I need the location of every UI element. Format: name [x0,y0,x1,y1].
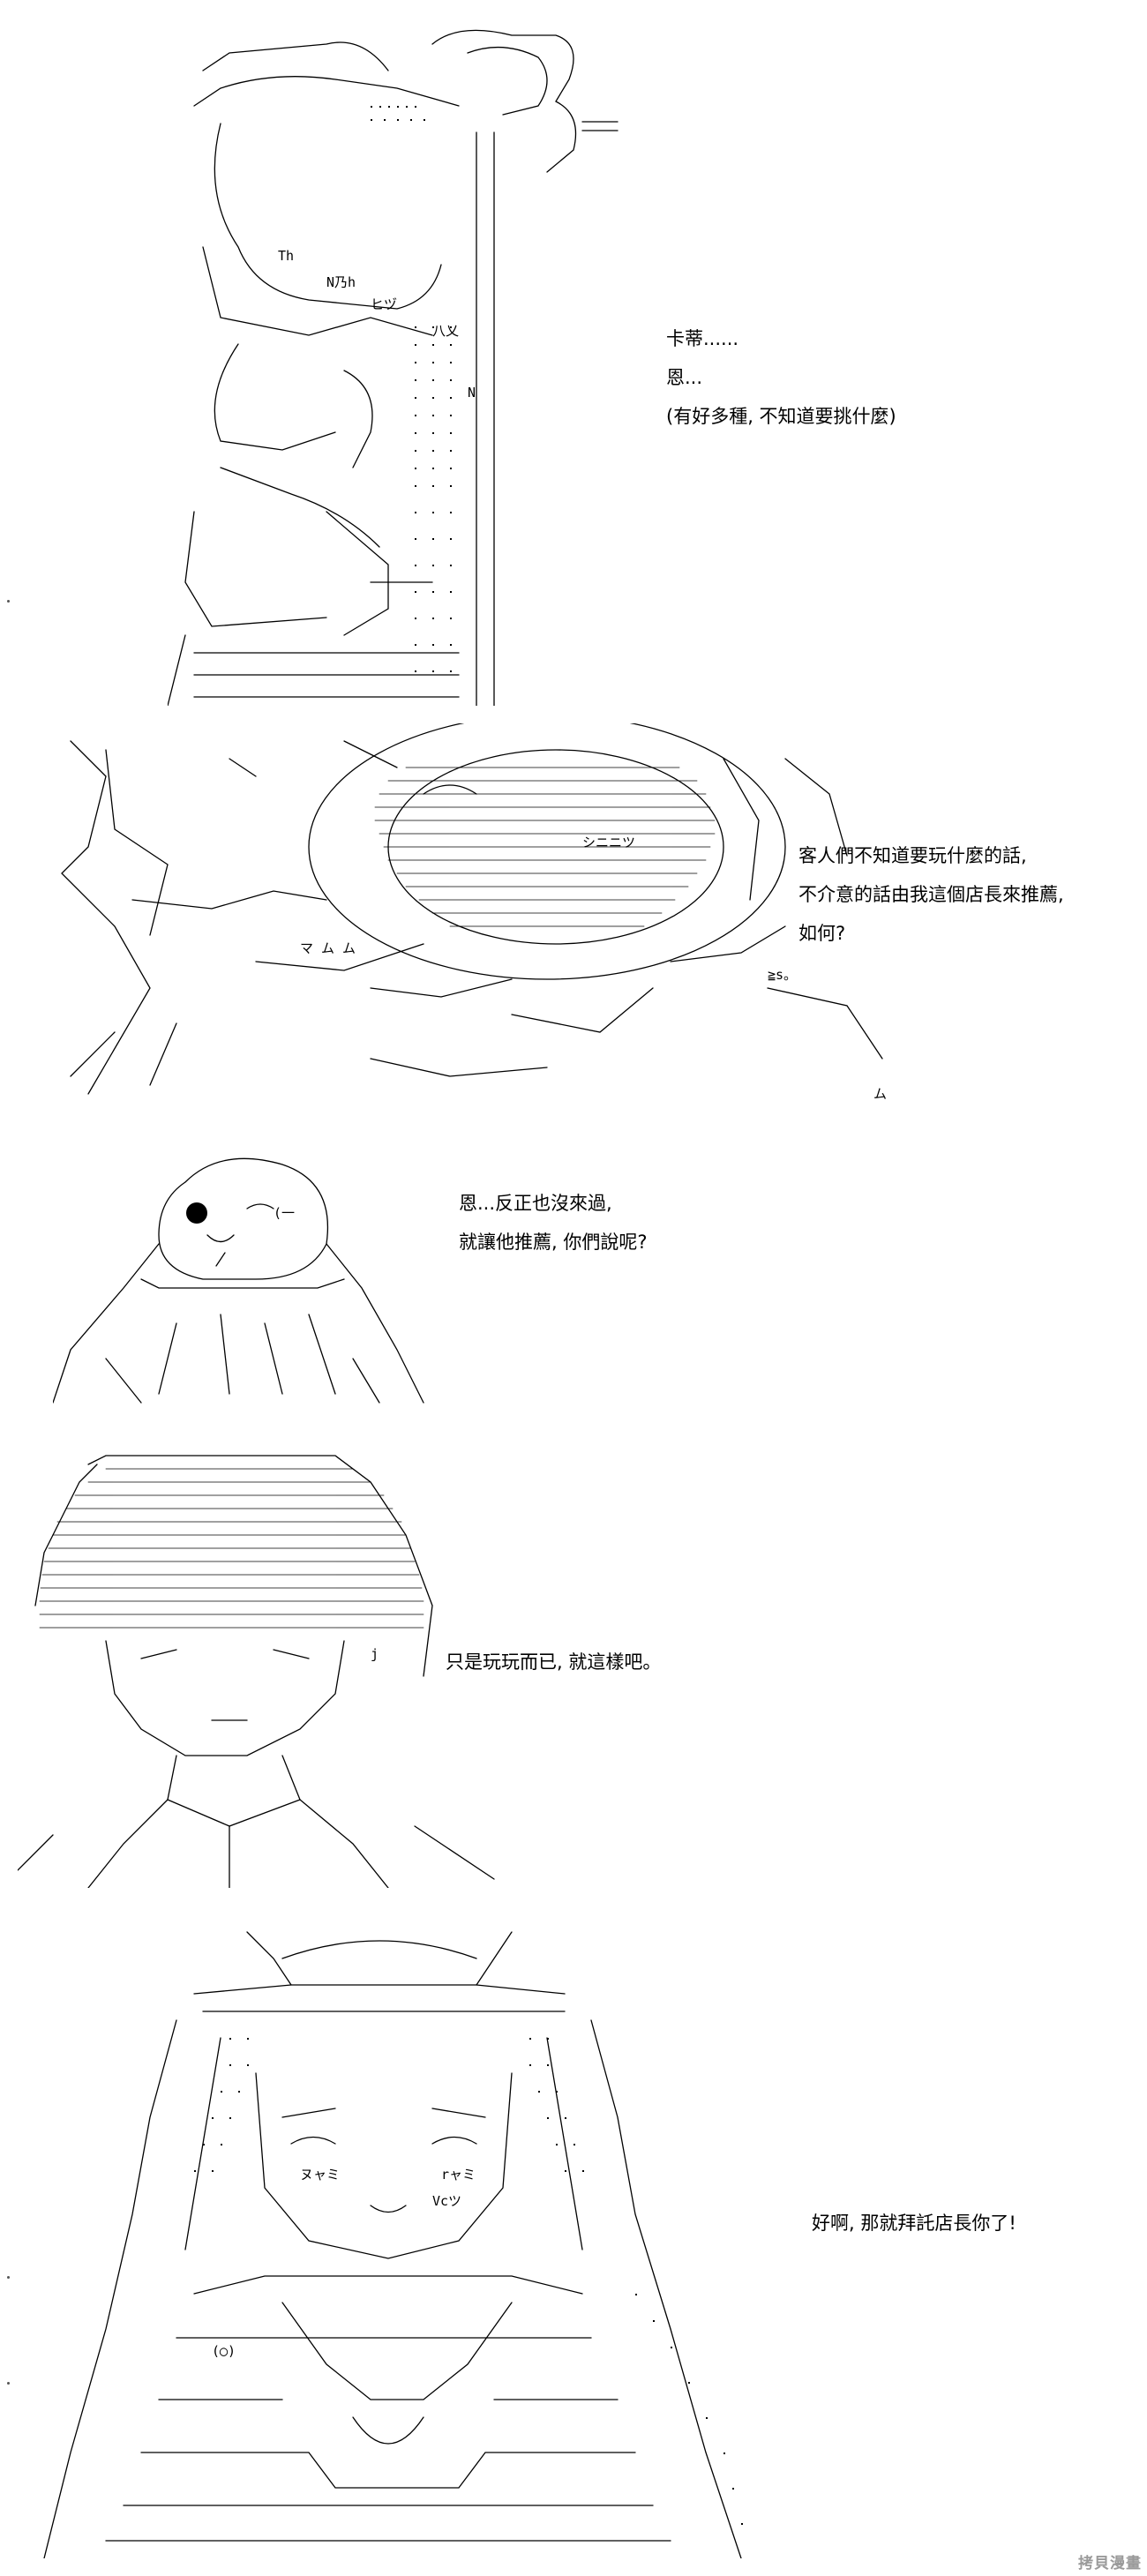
dialogue-line: 恩...反正也沒來過, [459,1193,612,1214]
art-glyph: j [371,1646,379,1662]
dark-haired-ascii-art: j [18,1455,495,1888]
art-glyph: ≧s。 [768,967,797,983]
dialogue-bubble: 卡蒂...... 恩... (有好多種, 不知道要挑什麼) [666,319,896,436]
art-glyph: ヌャミ [300,2167,340,2183]
cat-girl-ascii-art: Th N乃h ヒヅ 八乂 N [168,29,618,706]
art-glyph: 八乂 [432,323,459,339]
dialogue-line: 卡蒂...... [666,328,739,349]
art-glyph: (一 [274,1205,295,1221]
panel-shopkeeper-recommends: シニニツ マ ム ム ≧s。 ム 客人們不知道要玩什麼的話, 不介意的話由我這個… [0,706,1147,1129]
dialogue-line: 如何? [798,923,846,944]
art-glyph: N乃h [326,274,356,290]
dialogue-line: 客人們不知道要玩什麼的話, [798,845,1027,866]
round-character-ascii-art: (一 [53,1157,424,1404]
art-glyph: Vcツ [432,2193,461,2209]
dialogue-line: 就讓他推薦, 你們說呢? [459,1232,648,1253]
cat-girl-agree-ascii-art: ヌャミ rャミ Vcツ (◯) [43,1931,743,2558]
dialogue-line: 不介意的話由我這個店長來推薦, [798,884,1064,905]
dialogue-line: (有好多種, 不知道要挑什麼) [666,406,896,427]
art-glyph: ヒヅ [371,296,397,312]
margin-mark [7,2382,10,2385]
panel-cat-girl-pondering: Th N乃h ヒヅ 八乂 N 卡蒂...... 恩... (有好多種, 不知道要… [0,0,1147,706]
shopkeeper-ascii-art: シニニツ マ ム ム ≧s。 ム [61,723,887,1102]
art-glyph: rャミ [441,2167,476,2183]
dialogue-line: 恩... [666,367,703,388]
art-glyph: マ ム ム [300,940,356,956]
art-glyph: シニニツ [582,835,635,850]
dialogue-bubble: 只是玩玩而已, 就這樣吧。 [446,1643,661,1681]
art-glyph: Th [278,248,294,264]
dialogue-bubble: 恩...反正也沒來過, 就讓他推薦, 你們說呢? [459,1184,648,1262]
margin-mark [7,2276,10,2279]
dialogue-bubble: 客人們不知道要玩什麼的話, 不介意的話由我這個店長來推薦, 如何? [798,836,1064,953]
dialogue-line: 只是玩玩而已, 就這樣吧。 [446,1651,662,1673]
watermark-text: 拷貝漫畫 [1078,2555,1142,2572]
panel-cat-girl-agrees: ヌャミ rャミ Vcツ (◯) 好啊, 那就拜託店長你了! [0,1906,1147,2576]
art-glyph: (◯) [212,2343,236,2359]
dialogue-line: 好啊, 那就拜託店長你了! [812,2213,1016,2234]
panel-round-character: (一 恩...反正也沒來過, 就讓他推薦, 你們說呢? [0,1129,1147,1412]
panel-dark-haired-character: j 只是玩玩而已, 就這樣吧。 [0,1412,1147,1906]
art-glyph: ム [873,1086,887,1102]
art-glyph: N [468,385,476,401]
margin-mark [7,600,10,603]
dialogue-bubble: 好啊, 那就拜託店長你了! [812,2204,1016,2243]
